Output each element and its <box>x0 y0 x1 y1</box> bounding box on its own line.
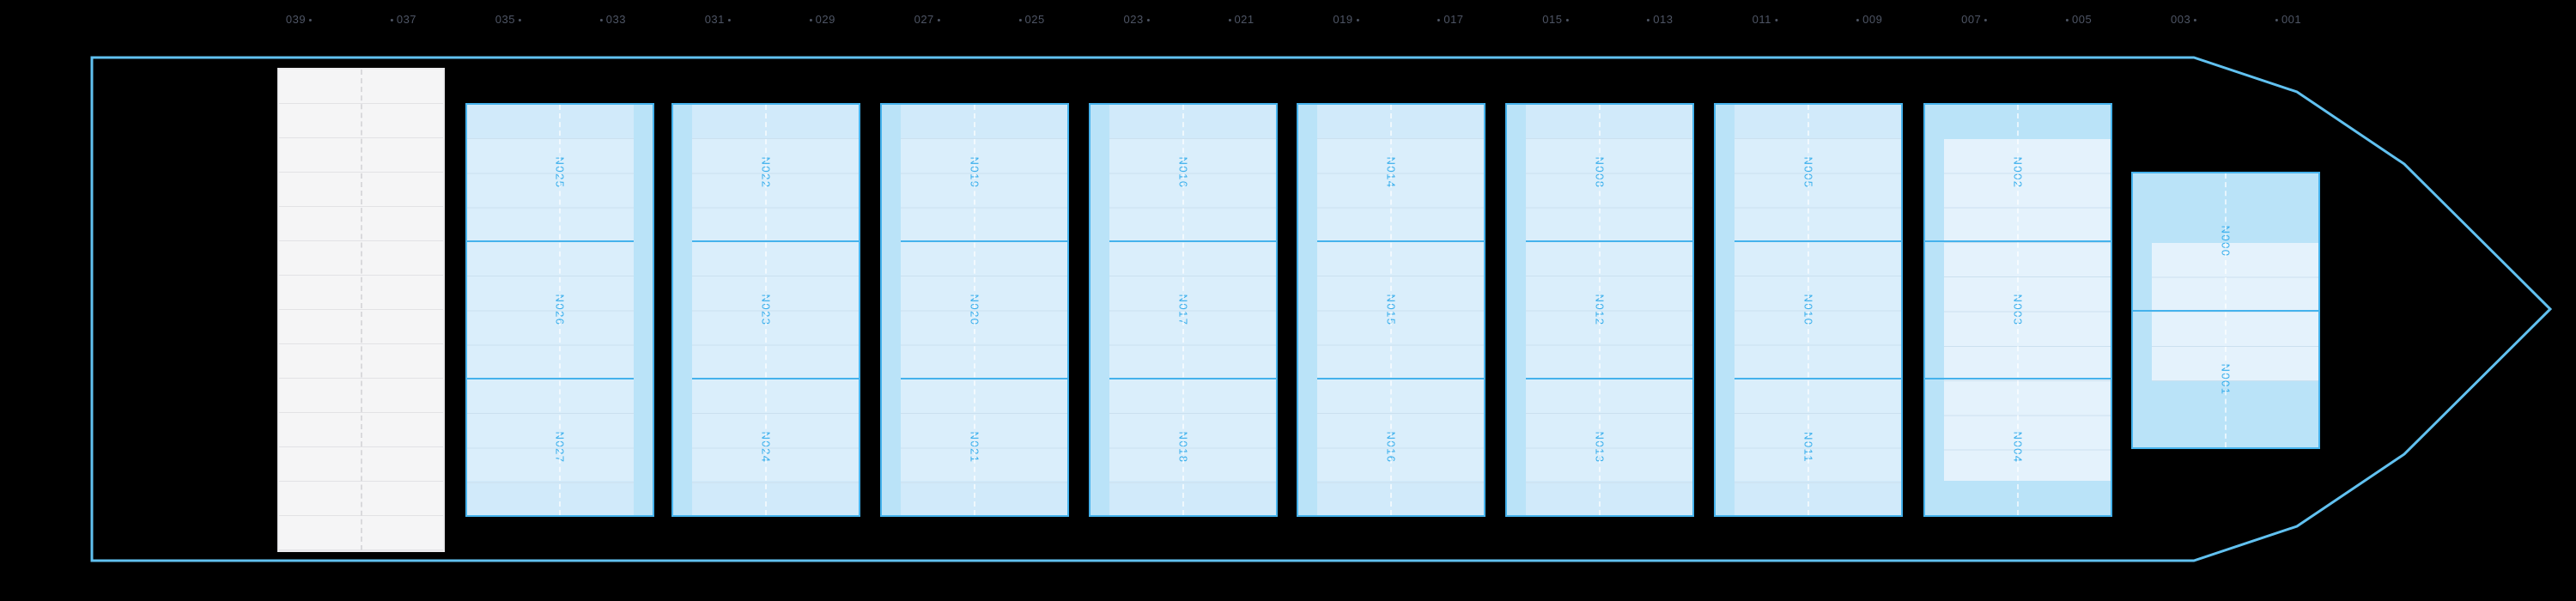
stern-grid-block <box>277 68 445 552</box>
bay-highlight-strip <box>673 105 692 515</box>
bow-centerline-dashed <box>2225 173 2227 447</box>
bay-number-text: 039 <box>285 13 307 26</box>
bay-centerline-dashed <box>1599 105 1601 515</box>
bay-number-text: 015 <box>1542 13 1563 26</box>
bay-number-007: 007 <box>1961 13 1988 26</box>
ruler-tick-dot <box>518 18 521 21</box>
bay-number-text: 025 <box>1024 13 1045 26</box>
hull-polygon <box>90 56 2553 562</box>
bay-number-017: 017 <box>1437 14 1463 26</box>
bay-number-text: 037 <box>396 13 417 26</box>
bay-number-001: 001 <box>2275 14 2301 26</box>
bay-number-027: 027 <box>914 14 940 26</box>
ruler-tick-dot <box>1647 18 1650 21</box>
ruler-tick-dot <box>1146 18 1150 21</box>
ruler-tick-dot <box>1565 18 1569 21</box>
bay-highlight-strip <box>1507 105 1526 515</box>
ruler-tick-dot <box>309 18 313 21</box>
bay-number-text: 029 <box>815 13 835 26</box>
bay-number-025: 025 <box>1018 13 1045 26</box>
bay-number-011: 011 <box>1753 14 1777 26</box>
ruler-tick-dot <box>1356 18 1359 21</box>
bay-number-text: 023 <box>1123 13 1144 26</box>
bay-number-015: 015 <box>1542 13 1569 26</box>
bay-centerline-dashed <box>1390 105 1392 515</box>
bay-number-021: 021 <box>1228 14 1254 26</box>
ruler-tick-dot <box>1856 18 1860 21</box>
bay-number-text: 021 <box>1234 13 1255 26</box>
bay-number-031: 031 <box>705 14 731 26</box>
ruler-tick-dot <box>809 18 812 21</box>
ruler-tick-dot <box>1228 18 1231 21</box>
bay-highlight-strip <box>882 105 901 515</box>
ruler-tick-dot <box>2066 18 2069 21</box>
bay-number-039: 039 <box>285 13 313 26</box>
ruler-tick-dot <box>937 18 940 21</box>
bay-number-text: 035 <box>495 13 515 26</box>
bay-number-text: 003 <box>2170 13 2191 26</box>
ruler-tick-dot <box>727 18 731 21</box>
bay-highlight-strip <box>1716 105 1735 515</box>
bay-centerline-dashed <box>974 105 975 515</box>
bow-rows-area <box>2152 243 2318 381</box>
bay-number-text: 013 <box>1653 13 1674 26</box>
bay-centerline-dashed <box>1807 105 1809 515</box>
bay-number-text: 001 <box>2281 13 2302 26</box>
bay-number-033: 033 <box>599 13 626 26</box>
bay-number-013: 013 <box>1647 14 1673 26</box>
bay-highlight-strip <box>634 105 653 515</box>
bay-centerline-dashed <box>1182 105 1184 515</box>
bay-number-003: 003 <box>2170 13 2197 26</box>
bay-number-text: 019 <box>1333 13 1353 26</box>
ruler-tick-dot <box>2275 18 2278 21</box>
ruler-tick-dot <box>390 18 393 21</box>
bay-number-019: 019 <box>1333 13 1359 26</box>
ruler-tick-dot <box>1437 18 1441 21</box>
bay-number-009: 009 <box>1856 14 1882 26</box>
bay-number-005: 005 <box>2066 14 2092 26</box>
bay-rows-area <box>1944 139 2111 481</box>
ruler-tick-dot <box>599 18 603 21</box>
bay-number-037: 037 <box>390 13 417 26</box>
bay-highlight-strip <box>1298 105 1317 515</box>
bay-number-035: 035 <box>495 14 521 26</box>
bay-number-text: 017 <box>1443 13 1464 26</box>
ruler-tick-dot <box>1984 18 1988 21</box>
bay-number-text: 011 <box>1752 13 1771 26</box>
stern-centerline-dashed <box>360 70 362 550</box>
ruler-tick-dot <box>1774 18 1777 21</box>
bay-number-text: 009 <box>1862 13 1883 26</box>
bay-centerline-dashed <box>2017 105 2019 515</box>
bay-number-text: 027 <box>914 13 934 26</box>
bay-number-text: 007 <box>1961 13 1982 26</box>
bay-centerline-dashed <box>559 105 561 515</box>
bay-highlight-strip <box>1091 105 1109 515</box>
ruler-tick-dot <box>1018 18 1022 21</box>
bay-number-023: 023 <box>1123 13 1150 26</box>
bay-number-text: 033 <box>605 13 626 26</box>
bay-number-029: 029 <box>809 13 835 26</box>
bay-number-text: 031 <box>704 13 725 26</box>
bay-number-text: 005 <box>2072 13 2093 26</box>
ruler-tick-dot <box>2194 18 2197 21</box>
bay-centerline-dashed <box>765 105 767 515</box>
